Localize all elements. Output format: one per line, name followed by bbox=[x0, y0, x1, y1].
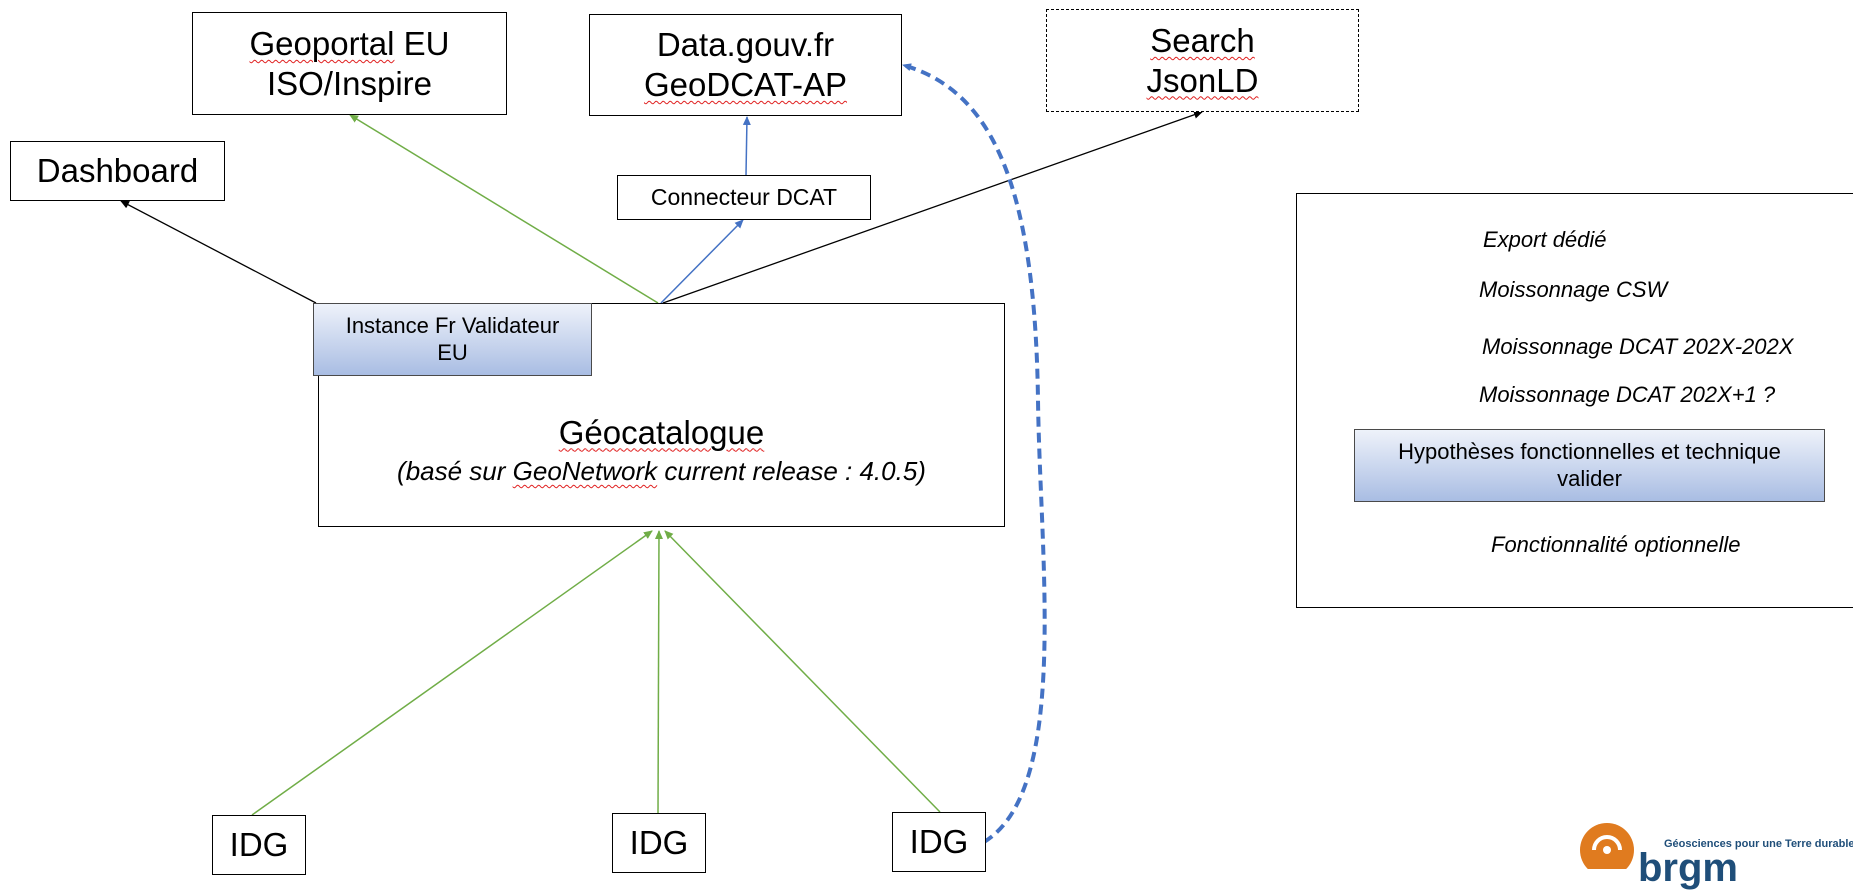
arrow-dcat-connecteur bbox=[660, 219, 744, 304]
legend-dcat-label: Moissonnage DCAT 202X-202X bbox=[1482, 334, 1794, 359]
search-line2: JsonLD bbox=[1146, 61, 1259, 99]
idg-right-label: IDG bbox=[909, 823, 969, 861]
arrow-csw-idg-middle bbox=[654, 530, 663, 814]
connecteur-dcat-label: Connecteur DCAT bbox=[650, 183, 838, 210]
dashboard-label: Dashboard bbox=[36, 152, 199, 190]
legend-panel bbox=[1296, 193, 1853, 608]
brgm-logo: Géosciences pour une Terre durable brgm bbox=[1580, 820, 1853, 888]
idg-middle-label: IDG bbox=[629, 824, 689, 862]
geoportal-line2: ISO/Inspire bbox=[266, 64, 433, 102]
brgm-logo-tagline: Géosciences pour une Terre durable bbox=[1664, 838, 1853, 850]
idg-left-box: IDG bbox=[212, 815, 306, 875]
geoportal-line1: Geoportal EU bbox=[249, 24, 450, 62]
idg-right-box: IDG bbox=[892, 812, 986, 872]
legend-dcat-next-label: Moissonnage DCAT 202X+1 ? bbox=[1479, 382, 1776, 407]
legend-csw-label: Moissonnage CSW bbox=[1479, 277, 1668, 302]
connecteur-dcat-box: Connecteur DCAT bbox=[617, 175, 871, 220]
dashboard-box: Dashboard bbox=[10, 141, 225, 201]
validateur-line1: Instance Fr Validateur bbox=[345, 313, 560, 339]
legend-hypotheses-line1: Hypothèses fonctionnelles et technique bbox=[1398, 439, 1781, 465]
legend-hypotheses-line2: valider bbox=[1557, 465, 1622, 491]
arrow-dcat-next-idg-datagouv bbox=[902, 63, 1047, 844]
legend-export-label: Export dédié bbox=[1483, 227, 1607, 252]
legend-optional-label: Fonctionnalité optionnelle bbox=[1491, 532, 1741, 557]
arrow-dcat-datagouv bbox=[742, 116, 751, 176]
search-line1: Search bbox=[1150, 21, 1255, 59]
geocatalogue-title: Géocatalogue bbox=[558, 413, 765, 451]
geocatalogue-subtitle: (basé sur GeoNetwork current release : 4… bbox=[397, 456, 926, 487]
arrow-csw-idg-left bbox=[251, 530, 653, 816]
validateur-line2: EU bbox=[437, 339, 468, 365]
legend-hypotheses-box: Hypothèses fonctionnelles et technique v… bbox=[1354, 429, 1825, 502]
arrow-csw-geoportal bbox=[349, 114, 659, 304]
validateur-box: Instance Fr Validateur EU bbox=[313, 303, 592, 376]
datagouv-line2: GeoDCAT-AP bbox=[644, 66, 847, 103]
datagouv-line1: Data.gouv.fr bbox=[656, 26, 835, 64]
arrow-csw-idg-right bbox=[664, 530, 941, 813]
idg-left-label: IDG bbox=[229, 826, 289, 864]
datagouv-box: Data.gouv.fr GeoDCAT-AP bbox=[589, 14, 902, 116]
arrow-export-search bbox=[662, 110, 1203, 304]
geoportal-box: Geoportal EU ISO/Inspire bbox=[192, 12, 507, 115]
arrow-export-dashboard bbox=[120, 200, 317, 304]
brgm-logo-mark-icon bbox=[1580, 823, 1634, 869]
search-box: Search JsonLD bbox=[1046, 9, 1359, 112]
idg-middle-box: IDG bbox=[612, 813, 706, 873]
brgm-logo-name: brgm bbox=[1638, 846, 1738, 890]
